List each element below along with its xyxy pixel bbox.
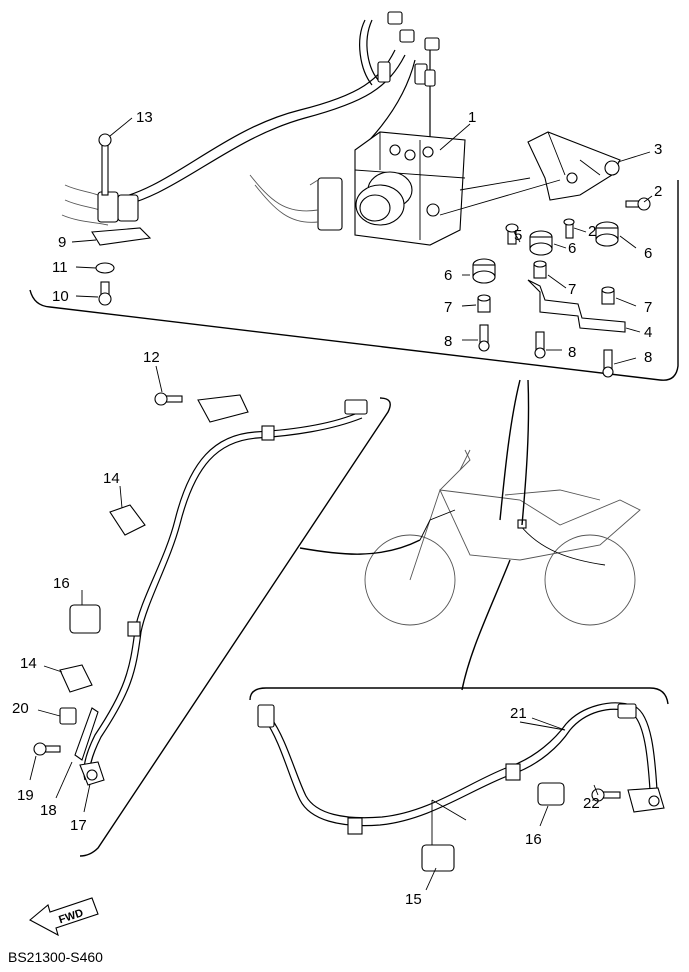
- rear-wheel-sensor-lead: [257, 702, 665, 872]
- callout-22: 22: [583, 795, 600, 812]
- callout-5: 5: [514, 227, 522, 244]
- callout-1: 1: [468, 109, 476, 126]
- callout-11: 11: [52, 259, 68, 276]
- callout-3: 3: [654, 141, 662, 158]
- brake-hoses: [109, 11, 440, 209]
- callout-13: 13: [136, 109, 153, 126]
- motorcycle-silhouette: [299, 379, 641, 691]
- callout-19: 19: [17, 787, 34, 804]
- callout-4: 4: [644, 324, 652, 341]
- abs-hydraulic-unit: [249, 131, 466, 246]
- callout-7-left: 7: [444, 299, 452, 316]
- callout-16-bottom: 16: [525, 831, 542, 848]
- fwd-arrow-icon: FWD: [29, 897, 99, 937]
- callout-14-top: 14: [103, 470, 120, 487]
- left-panel-border: [79, 397, 391, 857]
- callout-10: 10: [52, 288, 69, 305]
- callouts: 1 2 2 3 4 5 6 6 6 7 7 7 8: [12, 109, 662, 908]
- callout-20: 20: [12, 700, 29, 717]
- callout-6-mid: 6: [568, 240, 576, 257]
- callout-15: 15: [405, 891, 422, 908]
- callout-18: 18: [40, 802, 57, 819]
- callout-2-mid: 2: [588, 223, 596, 240]
- callout-8-right: 8: [644, 349, 652, 366]
- callout-14-bottom: 14: [20, 655, 37, 672]
- front-wheel-sensor-lead: [33, 392, 368, 786]
- callout-7-mid: 7: [568, 281, 576, 298]
- callout-16-left: 16: [53, 575, 70, 592]
- callout-9: 9: [58, 234, 66, 251]
- callout-8-left: 8: [444, 333, 452, 350]
- callout-6-right: 6: [644, 245, 652, 262]
- callout-7-right: 7: [644, 299, 652, 316]
- callout-6-left: 6: [444, 267, 452, 284]
- top-panel-border: [29, 180, 679, 381]
- hose-clamp-assembly: [61, 133, 152, 306]
- diagram-code: BS21300-S460: [8, 949, 103, 965]
- callout-17: 17: [70, 817, 87, 834]
- callout-2-right: 2: [654, 183, 662, 200]
- callout-21: 21: [510, 705, 527, 722]
- rear-panel-border: [249, 687, 669, 705]
- callout-12: 12: [143, 349, 160, 366]
- callout-8-mid: 8: [568, 344, 576, 361]
- abs-bracket-assembly: [439, 131, 651, 378]
